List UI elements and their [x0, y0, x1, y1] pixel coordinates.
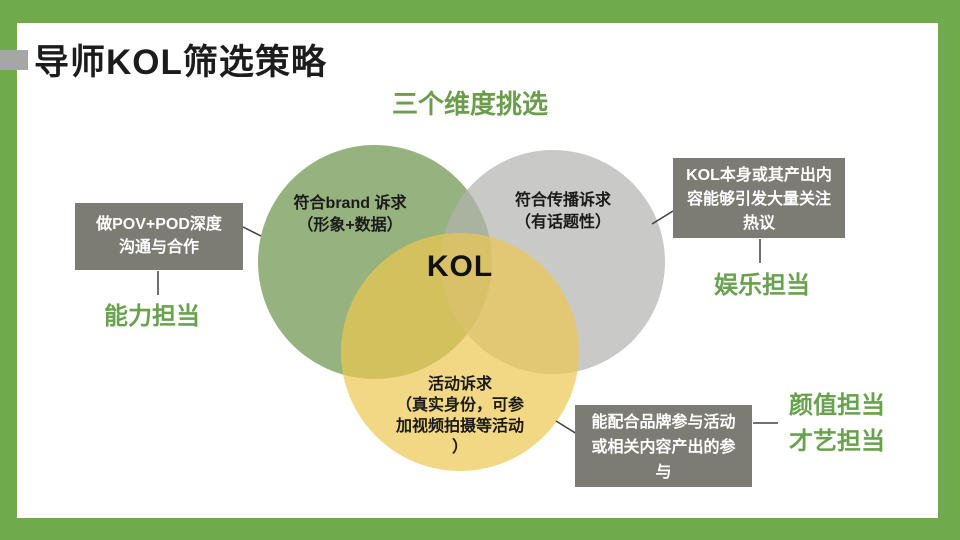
activity-circle — [341, 233, 579, 471]
activity-circle-label-line4: ） — [451, 439, 468, 456]
participation-callout-line1: 能配合品牌参与活动 — [591, 414, 736, 431]
frame-bottom-band — [0, 518, 960, 540]
connector-circle-to-entertainment — [651, 210, 674, 225]
spread-circle-label-line2: （有话题性） — [514, 214, 611, 231]
capability-role-label: 能力担当 — [104, 303, 200, 330]
brand-circle-label-line1: 符合brand 诉求 — [293, 195, 407, 212]
brand-circle-label: 符合brand 诉求 （形象+数据） — [270, 193, 430, 237]
activity-circle-label-line2: （真实身份，可参 — [395, 397, 524, 414]
activity-circle-label: 活动诉求 （真实身份，可参 加视频拍摄等活动 ） — [372, 374, 548, 458]
entertainment-callout-box: KOL本身或其产出内 容能够引发大量关注 热议 — [673, 158, 845, 238]
capability-callout-line1: 做POV+POD深度 — [96, 216, 222, 233]
title-accent-square — [0, 50, 28, 70]
face-role-label: 颜值担当 — [789, 392, 885, 419]
participation-callout-line2: 或相关内容产出的参 — [591, 439, 736, 456]
frame-top-band — [0, 0, 960, 23]
capability-callout-box: 做POV+POD深度 沟通与合作 — [75, 203, 243, 270]
venn-center-label: KOL — [426, 250, 494, 283]
entertainment-callout-line1: KOL本身或其产出内 — [686, 167, 832, 184]
connector-circle-to-participation — [555, 420, 578, 435]
spread-circle-label: 符合传播诉求 （有话题性） — [483, 190, 643, 234]
frame-left-band — [0, 0, 17, 540]
frame-right-band — [938, 0, 960, 540]
activity-circle-label-line1: 活动诉求 — [427, 376, 492, 393]
entertainment-callout-line3: 热议 — [742, 215, 775, 232]
entertainment-role-label: 娱乐担当 — [714, 272, 810, 299]
entertainment-callout-line2: 容能够引发大量关注 — [686, 191, 831, 208]
brand-circle-label-line2: （形象+数据） — [297, 217, 403, 234]
activity-circle-label-line3: 加视频拍摄等活动 — [395, 418, 524, 435]
capability-callout-line2: 沟通与合作 — [118, 239, 199, 256]
spread-circle-label-line1: 符合传播诉求 — [514, 192, 611, 209]
connector-capability-to-circle — [240, 225, 262, 237]
participation-callout-box: 能配合品牌参与活动 或相关内容产出的参 与 — [575, 405, 752, 487]
talent-role-label: 才艺担当 — [789, 428, 885, 455]
participation-callout-line3: 与 — [655, 464, 672, 481]
page-subtitle: 三个维度挑选 — [391, 89, 548, 119]
page-title: 导师KOL筛选策略 — [34, 43, 327, 82]
